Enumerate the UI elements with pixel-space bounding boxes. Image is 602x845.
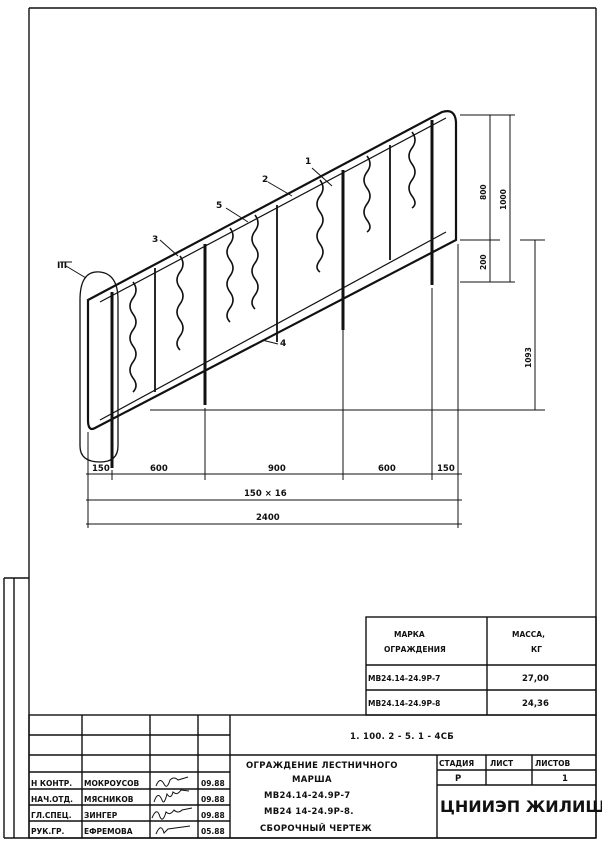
callout-1: 1 <box>305 157 311 167</box>
doc-name-line-3: МВ24.14-24.9Р-7 <box>264 791 351 801</box>
dim-150-right: 150 <box>437 464 455 474</box>
sheet-frame <box>3 7 597 839</box>
stage-value: Р <box>455 774 461 784</box>
callout-4: 4 <box>280 339 286 349</box>
signer-1-name: МОКРОУСОВ <box>84 779 140 788</box>
dim-600-right: 600 <box>378 464 396 474</box>
signer-3-role: ГЛ.СПЕЦ. <box>31 811 72 820</box>
mass-row-1-mark: МВ24.14-24.9Р-7 <box>368 674 440 683</box>
stage-label: СТАДИЯ <box>439 759 474 768</box>
doc-name-line-1: ОГРАЖДЕНИЕ ЛЕСТНИЧНОГО <box>246 761 398 771</box>
signer-2-role: НАЧ.ОТД. <box>31 795 73 804</box>
dim-150-left: 150 <box>92 464 110 474</box>
dim-1093: 1093 <box>524 347 533 368</box>
mass-table-header-mass-1: МАССА, <box>512 630 545 639</box>
callout-3: 3 <box>152 235 158 245</box>
mass-row-2-mass: 24,36 <box>522 699 549 709</box>
dim-1000: 1000 <box>499 189 508 210</box>
signer-2-date: 09.88 <box>201 795 225 804</box>
signer-1-role: Н КОНТР. <box>31 779 72 788</box>
mass-table-header-mass-2: КГ <box>531 645 542 654</box>
mass-table-header-mark-1: МАРКА <box>394 630 425 639</box>
callout-2: 2 <box>262 175 268 185</box>
document-code: 1. 100. 2 - 5. 1 - 4СБ <box>350 732 454 742</box>
callout-5: 5 <box>216 201 222 211</box>
dim-600-left: 600 <box>150 464 168 474</box>
dim-200: 200 <box>479 254 488 270</box>
doc-name-line-5: СБОРОЧНЫЙ ЧЕРТЕЖ <box>260 822 372 834</box>
signer-4-name: ЕФРЕМОВА <box>84 827 133 836</box>
view-label-III: III <box>57 261 67 271</box>
mass-row-2-mark: МВ24.14-24.9Р-8 <box>368 699 440 708</box>
dim-800: 800 <box>479 184 488 200</box>
title-block <box>28 714 597 839</box>
doc-name-line-4: МВ24 14-24.9Р-8. <box>264 807 354 817</box>
handwritten-signatures <box>151 776 193 835</box>
railing-drawing <box>60 110 545 528</box>
dim-2400: 2400 <box>256 513 280 523</box>
sheets-label: ЛИСТОВ <box>535 759 571 768</box>
mass-row-1-mass: 27,00 <box>522 674 549 684</box>
doc-name-line-2: МАРША <box>292 775 332 785</box>
signer-3-date: 09.88 <box>201 811 225 820</box>
signer-2-name: МЯСНИКОВ <box>84 795 134 804</box>
organization-name: ЦНИИЭП ЖИЛИЩА <box>440 797 602 816</box>
signer-4-role: РУК.ГР. <box>31 827 65 836</box>
signer-3-name: ЗИНГЕР <box>84 811 118 820</box>
sheets-value: 1 <box>562 774 568 784</box>
sheet-label: ЛИСТ <box>490 759 514 768</box>
signer-4-date: 05.88 <box>201 827 225 836</box>
mass-table-header-mark-2: ОГРАЖДЕНИЯ <box>384 645 446 654</box>
dim-150x16: 150 × 16 <box>244 489 287 499</box>
signer-1-date: 09.88 <box>201 779 225 788</box>
dim-900: 900 <box>268 464 286 474</box>
